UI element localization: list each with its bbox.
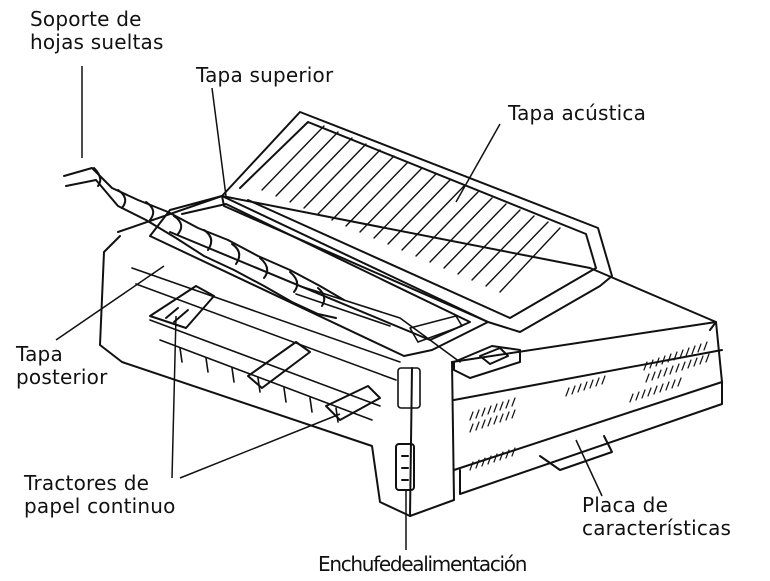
vent-grilles — [469, 341, 710, 471]
leader-acoustic-cover — [455, 123, 501, 203]
power-socket — [395, 443, 415, 491]
label-top-cover: Tapa superior — [196, 64, 333, 87]
label-power-socket-text: Enchufedealimentación — [318, 552, 527, 576]
leader-plate — [575, 439, 603, 497]
label-plate-line2: características — [582, 516, 732, 540]
label-paper-support-line2: hojas sueltas — [30, 30, 164, 54]
printer-body — [99, 195, 723, 517]
leader-lines — [55, 66, 603, 550]
platen-knob — [453, 345, 521, 379]
label-acoustic-cover-text: Tapa acústica — [508, 101, 647, 125]
leader-tractors-1 — [171, 315, 177, 479]
leader-top-cover — [211, 87, 227, 197]
label-tractors: Tractores de papel continuo — [24, 472, 176, 518]
leader-rear-cover — [55, 265, 165, 341]
label-paper-support: Soporte de hojas sueltas — [30, 8, 164, 54]
tractors — [149, 285, 381, 421]
acoustic-cover — [221, 111, 613, 333]
label-tractors-line2: papel continuo — [24, 494, 176, 518]
label-rear-cover-line1: Tapa — [16, 342, 63, 366]
label-top-cover-text: Tapa superior — [196, 63, 334, 87]
label-acoustic-cover: Tapa acústica — [508, 102, 646, 125]
sheet-support — [63, 167, 345, 319]
label-plate: Placa de características — [582, 494, 731, 540]
label-tractors-line1: Tractores de — [24, 471, 150, 495]
label-plate-line1: Placa de — [582, 493, 669, 517]
label-power-socket: Enchufedealimentación — [318, 552, 527, 576]
leader-tractors-2 — [179, 413, 341, 479]
label-paper-support-line1: Soporte de — [30, 7, 142, 31]
label-rear-cover-line2: posterior — [16, 365, 108, 389]
label-rear-cover: Tapa posterior — [16, 343, 108, 389]
top-cover — [149, 195, 489, 357]
